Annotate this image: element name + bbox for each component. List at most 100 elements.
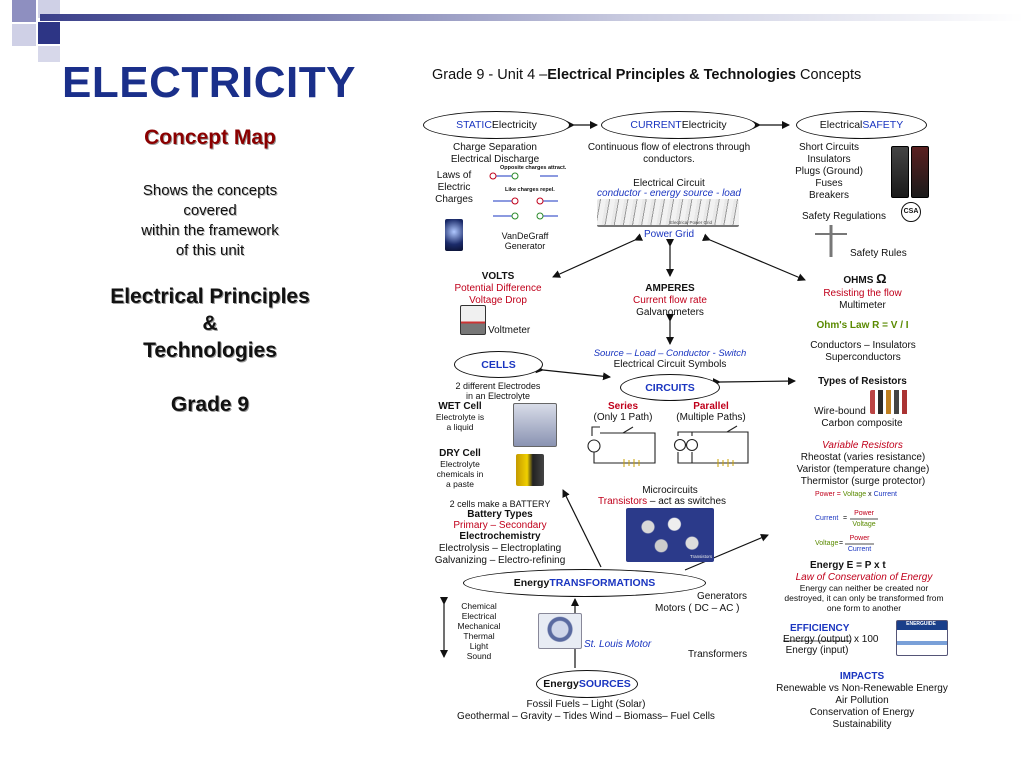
map-header: Grade 9 - Unit 4 –Electrical Principles … (432, 67, 862, 83)
arrow-circuits-resistors (712, 377, 796, 387)
ohms-law-label: Ohm's Law R = V / I (816, 320, 909, 331)
impacts-line: Renewable vs Non-Renewable Energy (776, 683, 948, 694)
amperes-line: Current flow rate (633, 295, 707, 306)
series-desc: (Only 1 Path) (593, 412, 653, 423)
dry-cell-image (516, 454, 544, 486)
current-electricity-oval: CURRENT Electricity (601, 111, 756, 139)
motors-label: Motors ( DC – AC ) (655, 603, 740, 614)
voltmeter-image (460, 305, 486, 335)
conservation-desc: Energy can neither be created nor (799, 583, 929, 593)
decor-square (38, 22, 60, 44)
efficiency-denominator: Energy (input) (785, 645, 849, 656)
volts-title: VOLTS (481, 271, 515, 282)
volts-line: Voltage Drop (469, 295, 527, 306)
breaker-image (911, 146, 929, 198)
static-line: Electrical Discharge (450, 154, 540, 165)
description-line: within the framework (141, 222, 279, 239)
arrow-transformations-energy (684, 534, 769, 571)
energy-form: Light (469, 641, 489, 651)
unit-title-line: Technologies (143, 339, 277, 362)
arrow-cells-circuits (535, 365, 611, 381)
parallel-label: Parallel (693, 401, 729, 412)
unit-title-line: & (202, 312, 218, 335)
vandegraff-label: VanDeGraff (501, 231, 549, 241)
resistors-image (870, 390, 914, 414)
current-line: conductors. (643, 154, 695, 165)
wet-cell-desc: Electrolyte is (435, 412, 485, 422)
energuide-text: ENERGUIDE (906, 621, 936, 627)
st-louis-motor-image (538, 613, 582, 649)
impacts-line: Conservation of Energy (809, 707, 915, 718)
parallel-circuit-diagram (673, 425, 749, 464)
energy-formula: Energy E = P x t (810, 560, 886, 571)
decor-square (38, 46, 60, 62)
circuit-symbols-label: Electrical Circuit Symbols (613, 359, 727, 370)
energy-sources-oval: Energy SOURCES (536, 670, 638, 698)
parallel-desc: (Multiple Paths) (676, 412, 746, 423)
conductors-line: Conductors – Insulators (810, 340, 916, 351)
current-line: Continuous flow of electrons through (587, 142, 751, 153)
dry-cell-title: DRY Cell (439, 448, 481, 459)
electrical-circuit-label: Electrical Circuit (633, 178, 705, 189)
transistors-caption: Transistors (690, 554, 713, 559)
voltage-formula-eq: = (839, 540, 844, 547)
arrow-current-volts (552, 233, 644, 278)
impacts-line: Air Pollution (835, 695, 889, 706)
dry-cell-desc: a paste (446, 479, 474, 489)
laws-line: Laws of (436, 170, 472, 181)
resistor-line: Carbon composite (821, 418, 903, 429)
variable-resistors: Variable Resistors (822, 440, 903, 451)
impacts-line: Sustainability (832, 719, 892, 730)
variable-resistor-line: Rheostat (varies resistance) (800, 452, 926, 463)
concept-map-heading: Concept Map (144, 126, 276, 149)
battery-line: 2 cells make a BATTERY (449, 499, 551, 509)
transistors-line: Transistors – act as switches (598, 496, 727, 507)
safety-item: Insulators (807, 154, 851, 165)
decor-square (12, 24, 36, 46)
microcircuits-label: Microcircuits (642, 485, 698, 496)
safety-regulations-label: Safety Regulations (802, 211, 886, 222)
st-louis-motor-label: St. Louis Motor (584, 639, 652, 650)
volts-line: Potential Difference (454, 283, 542, 294)
safety-item: Fuses (815, 178, 843, 189)
top-gradient-bar (40, 14, 1024, 21)
static-electricity-oval: STATIC Electricity (423, 111, 570, 139)
voltmeter-label: Voltmeter (488, 325, 531, 336)
circuit-symbols-line: Source – Load – Conductor - Switch (593, 348, 747, 359)
energy-form: Mechanical (457, 621, 501, 631)
csa-logo: CSA (901, 202, 921, 222)
page-title: ELECTRICITY (62, 58, 356, 107)
dry-cell-desc: chemicals in (436, 469, 484, 479)
transformers-label: Transformers (688, 649, 748, 660)
decor-square (38, 0, 60, 18)
amperes-title: AMPERES (645, 283, 695, 294)
power-formula: Power = Voltage x Current (815, 491, 897, 498)
description-line: of this unit (175, 242, 245, 259)
voltage-formula-num: Power (849, 535, 870, 542)
efficiency-times-100: x 100 (854, 634, 879, 645)
voltage-formula-lhs: Voltage (815, 540, 839, 547)
circuits-oval: CIRCUITS (620, 374, 720, 401)
breaker-image (891, 146, 909, 198)
generators-label: Generators (697, 591, 748, 602)
ohms-line: Multimeter (839, 300, 886, 311)
conservation-desc: destroyed, it can only be transformed fr… (784, 593, 944, 603)
safety-item: Breakers (808, 190, 849, 201)
electrical-safety-oval: Electrical SAFETY (796, 111, 927, 139)
energy-form: Sound (466, 651, 492, 661)
impacts-title: IMPACTS (839, 671, 885, 682)
conductors-line: Superconductors (825, 352, 901, 363)
electrochemistry: Electrochemistry (459, 531, 541, 542)
arrow-transformations-cells (562, 489, 602, 568)
variable-resistor-line: Thermistor (surge protector) (800, 476, 926, 487)
current-formula-den: Voltage (852, 521, 876, 528)
circuit-definition: conductor - energy source - load (597, 188, 741, 199)
electrodes-line: 2 different Electrodes (455, 381, 541, 391)
like-charges-note: Like charges repel. (505, 187, 555, 193)
grade-label: Grade 9 (170, 393, 250, 416)
dry-cell-desc: Electrolyte (440, 459, 480, 469)
variable-resistor-line: Varistor (temperature change) (796, 464, 930, 475)
efficiency-title: EFFICIENCY (790, 623, 850, 634)
battery-types: Battery Types (467, 509, 533, 520)
